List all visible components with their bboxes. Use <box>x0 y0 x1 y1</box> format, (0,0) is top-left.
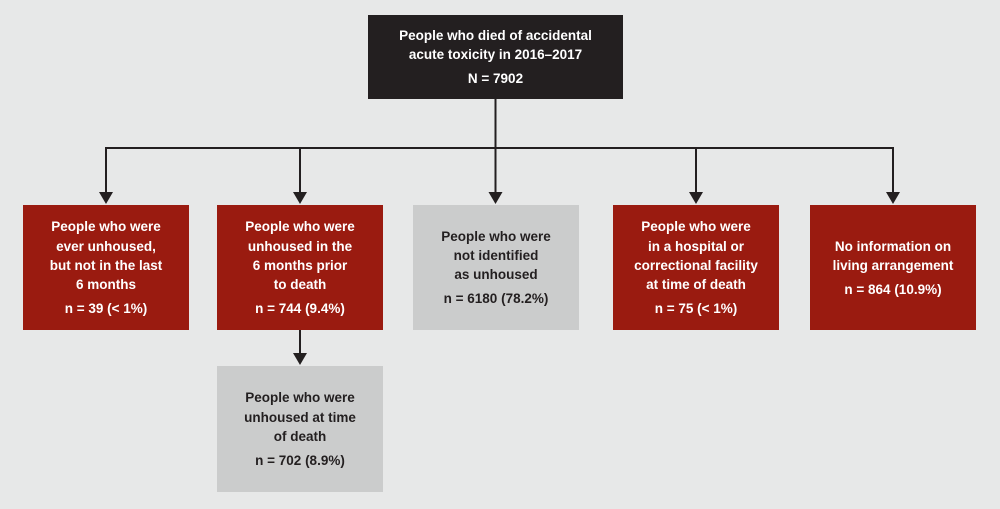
node-count: n = 39 (< 1%) <box>64 301 148 317</box>
node-count: N = 7902 <box>467 71 524 87</box>
node-label: People who were ever unhoused, but not i… <box>49 219 163 292</box>
node-count: n = 864 (10.9%) <box>844 281 942 297</box>
node-label: People who were unhoused in the 6 months… <box>245 219 355 292</box>
node-root-total-deaths: People who died of accidental acute toxi… <box>368 15 623 99</box>
node-label: People who died of accidental acute toxi… <box>399 28 592 63</box>
node-count: n = 6180 (78.2%) <box>443 291 549 307</box>
node-no-information: No information on living arrangement n =… <box>810 205 976 330</box>
node-label: People who were unhoused at time of deat… <box>244 390 356 444</box>
node-hospital-correctional: People who were in a hospital or correct… <box>613 205 779 330</box>
node-ever-unhoused: People who were ever unhoused, but not i… <box>23 205 189 330</box>
node-label: People who were in a hospital or correct… <box>634 219 758 292</box>
node-label: People who were not identified as unhous… <box>441 228 551 283</box>
node-label: No information on living arrangement <box>832 238 954 273</box>
node-unhoused-6-months-prior: People who were unhoused in the 6 months… <box>217 205 383 330</box>
node-count: n = 702 (8.9%) <box>255 452 345 468</box>
node-not-identified-unhoused: People who were not identified as unhous… <box>413 205 579 330</box>
node-unhoused-at-death: People who were unhoused at time of deat… <box>217 366 383 492</box>
node-count: n = 744 (9.4%) <box>255 301 345 317</box>
node-count: n = 75 (< 1%) <box>654 301 738 317</box>
